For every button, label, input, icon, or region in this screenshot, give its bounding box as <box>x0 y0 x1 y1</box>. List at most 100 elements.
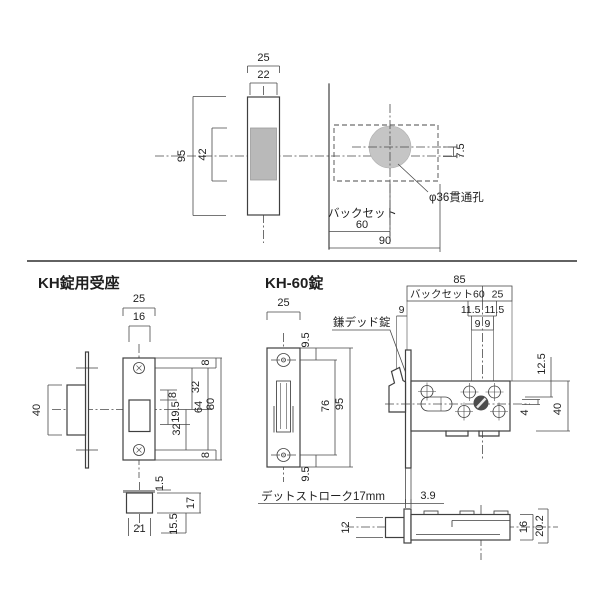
dim-17: 17 <box>185 497 197 509</box>
dim-8-bottom: 8 <box>200 452 212 458</box>
dim-lock-40: 40 <box>552 403 564 415</box>
dim-19-5: 19.5 <box>170 401 182 422</box>
dim-offset-7-5: 7.5 <box>455 143 467 158</box>
dim-20-2: 20.2 <box>534 515 546 536</box>
lock-front-plate <box>266 347 301 468</box>
lock-screw-top-center <box>281 357 286 363</box>
dim-21: 21 <box>133 523 145 535</box>
strike-section-title: KH錠用受座 <box>38 274 120 292</box>
dim-12-5: 12.5 <box>536 353 548 374</box>
screw-post-cross <box>418 382 436 401</box>
top-installation-diagram: 25 22 95 42 7.5 φ36貫通孔 バックセット 60 90 <box>155 52 484 252</box>
dim-line-1-5 <box>157 489 201 494</box>
side-faceplate-bar <box>404 349 412 469</box>
dim-9-pair-left: 9 <box>475 318 481 330</box>
body-bottom-tabs <box>445 430 500 437</box>
dim-strike-16: 16 <box>133 311 145 323</box>
dim-line-40 <box>536 381 570 432</box>
dim-64: 64 <box>193 401 205 413</box>
cam-slot <box>476 397 487 409</box>
strike-side-box <box>66 384 87 436</box>
dim-height-42: 42 <box>197 148 209 160</box>
dim-line-60 <box>329 181 391 236</box>
dim-height-95: 95 <box>176 150 188 162</box>
dim-strike-25: 25 <box>133 293 145 305</box>
screw-post-cross <box>460 383 479 401</box>
dim-line-25 <box>247 65 280 73</box>
screw-post-cross <box>485 383 504 401</box>
screw-post-cross <box>490 402 508 421</box>
dim-1-5: 1.5 <box>154 476 166 491</box>
dim-total-90: 90 <box>379 235 391 247</box>
lock-section-title: KH-60錠 <box>265 274 323 292</box>
dim-lock-25: 25 <box>277 297 289 309</box>
dim-line-lock-25 <box>266 311 301 320</box>
dim-lock-95: 95 <box>334 398 346 410</box>
body-plan-interior-lines <box>416 520 510 535</box>
dim-line-12 <box>356 517 383 538</box>
body-tab-plan <box>423 510 439 515</box>
dim-9-5-top: 9.5 <box>300 332 312 347</box>
right-dim-ticks-top <box>510 380 570 398</box>
dust-box-cap <box>123 490 155 493</box>
faceplate-extension-lines <box>405 468 412 503</box>
dim-line-16 <box>520 514 534 541</box>
dim-line-15-5 <box>161 513 187 534</box>
dim-width-22: 22 <box>257 69 269 81</box>
lock-front-ticks <box>300 347 353 468</box>
dim-9-side: 9 <box>399 304 405 316</box>
dim-11-5-right: 11.5 <box>485 304 505 316</box>
bolt-opening-gray <box>250 127 277 181</box>
strike-screw-cross-bottom <box>136 447 142 453</box>
strike-side-screw-ticks <box>76 367 98 451</box>
strike-screw-cross-top <box>136 365 142 371</box>
dim-12: 12 <box>340 521 352 533</box>
dim-line-11-5 <box>467 301 497 317</box>
lock-body-plan <box>410 513 511 541</box>
dim-8-inner: 8 <box>167 392 179 398</box>
dim-line-42 <box>211 127 227 182</box>
dim-line-90 <box>329 184 441 252</box>
dim-strike-40: 40 <box>31 404 43 416</box>
hook-bolt-slot-outer <box>273 406 294 433</box>
dim-80: 80 <box>205 398 217 410</box>
through-hole-label: φ36貫通孔 <box>429 191 484 204</box>
dim-line-22 <box>249 82 278 95</box>
dim-line-17 <box>157 493 201 514</box>
strike-bolt-hole <box>128 399 151 433</box>
kama-label-leader <box>332 329 412 388</box>
strike-screw-hole-top <box>133 362 145 374</box>
faceplate-plan <box>403 508 412 544</box>
dim-3-9: 3.9 <box>420 490 435 502</box>
body-tab-plan <box>459 510 475 515</box>
dust-box <box>125 492 154 514</box>
dim-9-5-bottom: 9.5 <box>300 466 312 481</box>
body-screw-posts <box>418 382 508 421</box>
bolt-head-plan <box>384 516 408 539</box>
lock-screw-bottom-center <box>281 452 286 458</box>
kama-dead-bolt-label: 鎌デッド錠 <box>333 315 391 329</box>
strike-plate-diagram: KH錠用受座 40 25 16 8 19.5 32 32 64 80 8 <box>31 274 222 536</box>
dim-width-25: 25 <box>257 52 269 64</box>
dim-line-4 <box>522 399 540 405</box>
dim-76: 76 <box>320 400 332 412</box>
dead-stroke-underline <box>258 499 444 508</box>
dim-32-bottom: 32 <box>171 423 183 435</box>
dim-15-5: 15.5 <box>168 513 180 534</box>
side-view-guides <box>406 301 513 381</box>
dead-stroke-label: デットストローク17mm <box>261 489 385 503</box>
dim-9-pair-right: 9 <box>485 318 491 330</box>
dim-line-7-5 <box>443 146 456 157</box>
dim-line-strike-16 <box>128 325 151 342</box>
dim-line-strike-40 <box>47 384 62 436</box>
dim-32-top: 32 <box>190 381 202 393</box>
lock-body-hidden-outline <box>333 124 439 182</box>
lock-backset-label: バックセット60 <box>410 289 485 301</box>
hook-bolt-slot-inner <box>280 383 287 429</box>
dim-line-95 <box>192 96 226 216</box>
dim-line-20-2 <box>538 508 549 544</box>
dim-16: 16 <box>518 521 530 533</box>
hole-label-leader <box>397 163 429 193</box>
